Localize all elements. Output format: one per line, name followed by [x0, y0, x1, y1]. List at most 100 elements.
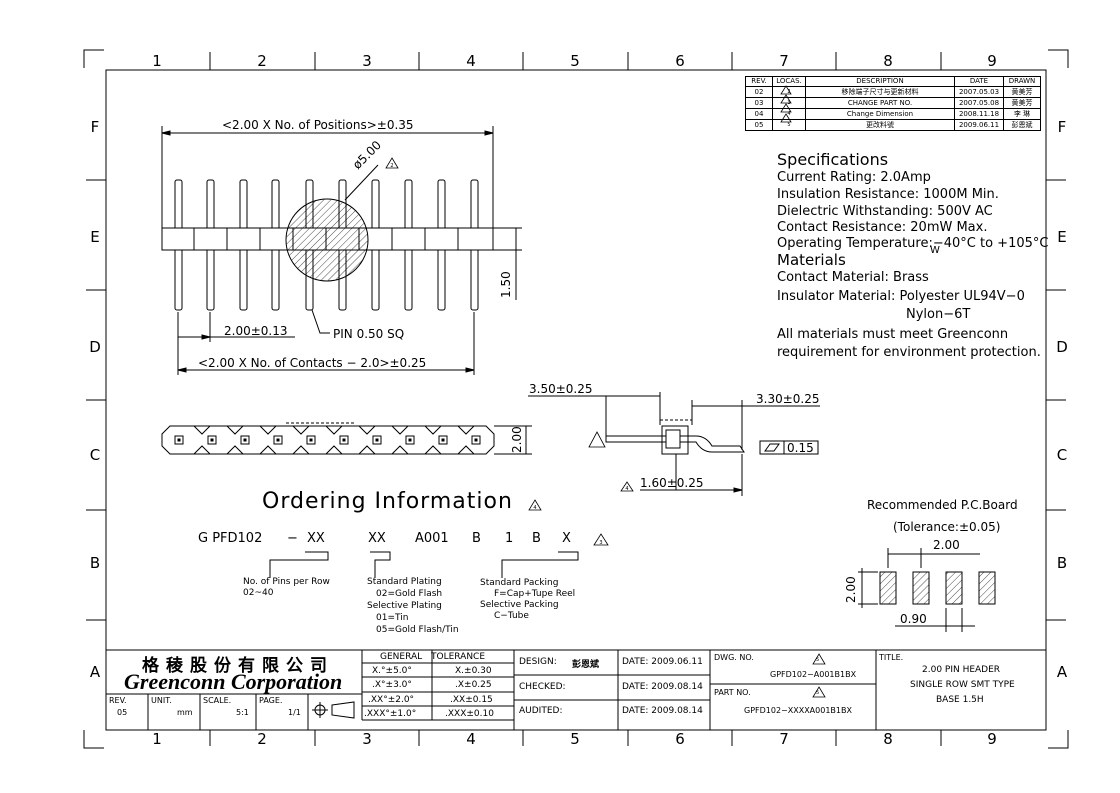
col-label: 5 [570, 52, 580, 70]
drawn-header: DRAWN [1003, 76, 1041, 87]
order-code-part: XX [307, 531, 325, 546]
order-code-part: G PFD102 [198, 531, 263, 546]
loc-number: 2 [787, 89, 791, 95]
tolerance-header-b: TOLERANCE [431, 652, 486, 662]
tolerance-angle: .XXX°±1.0° [364, 709, 417, 719]
rev-cell: 04 [745, 108, 773, 120]
corner-marks [83, 49, 1069, 749]
col-label: 1 [152, 730, 162, 748]
dwg-rev-number: 5 [816, 657, 820, 663]
col-label: 9 [987, 730, 997, 748]
spec-line: Current Rating: 2.0Amp [777, 170, 931, 185]
table-row: 05 5 更改料號 2009.06.11 彭恩斌 [745, 119, 1041, 131]
tolerance-linear: .X±0.25 [455, 680, 492, 690]
dim-right: 3.30±0.25 [756, 392, 820, 406]
date-audited: DATE: 2009.08.14 [622, 706, 703, 716]
svg-text:3: 3 [599, 540, 602, 546]
loc-cell: 2 [772, 86, 806, 98]
revision-header-row: REV. LOCAS. DESCRIPTION DATE DRAWN [745, 76, 1041, 87]
ordering-leaders [269, 551, 579, 578]
material-nylon: Nylon−6T [906, 307, 971, 322]
order-code-part: B [472, 531, 481, 546]
row-label: C [1057, 446, 1067, 464]
material-note: All materials must meet Greenconn [777, 327, 1009, 342]
spec-line: Operating Temperature:−40°C to +105°C [777, 236, 1049, 251]
row-label: F [91, 118, 100, 136]
date-cell: 2008.11.18 [954, 108, 1004, 120]
plating-option: 02=Gold Flash [376, 589, 443, 599]
side-view [528, 392, 820, 496]
drawn-cell: 黄美芳 [1003, 86, 1041, 98]
column-labels: 1 2 3 4 5 6 7 8 9 1 2 3 4 5 6 7 8 9 [152, 52, 997, 748]
page-value: 1/1 [288, 708, 301, 717]
drawn-cell: 李 琳 [1003, 108, 1041, 120]
tolerance-linear: .XX±0.15 [450, 695, 493, 705]
dwg-value: GPFD102−A001B1BX [770, 670, 857, 679]
title-block-lines [106, 649, 1046, 730]
col-label: 2 [257, 730, 267, 748]
tolerance-angle: .X°±3.0° [372, 680, 412, 690]
drawn-cell: 彭恩斌 [1003, 119, 1041, 131]
tolerance-angle: .XX°±2.0° [368, 695, 415, 705]
table-row: 02 2 移除端子尺寸与更新材料 2007.05.03 黄美芳 [745, 86, 1041, 98]
page-label: PAGE. [259, 696, 283, 705]
col-label: 5 [570, 730, 580, 748]
selective-option: 05=Gold Flash/Tin [376, 625, 459, 635]
loc-number: 3 [787, 100, 791, 106]
material-line: Insulator Material: Polyester UL94V−0 [777, 289, 1025, 304]
date-header: DATE [954, 76, 1004, 87]
col-label: 4 [466, 730, 476, 748]
col-label: 7 [779, 52, 789, 70]
date-cell: 2007.05.08 [954, 97, 1004, 109]
pcb-title: Recommended P.C.Board [867, 498, 1018, 512]
dim-contacts: <2.00 X No. of Contacts − 2.0>±0.25 [198, 356, 427, 370]
drawn-cell: 黄美芳 [1003, 97, 1041, 109]
row-label: C [90, 446, 100, 464]
dim-body: 2.00 [510, 426, 524, 453]
row-label: B [1057, 554, 1067, 572]
rev-cell: 02 [745, 86, 773, 98]
col-label: 3 [362, 52, 372, 70]
plating-title: Standard Plating [367, 577, 442, 587]
col-label: 6 [675, 52, 685, 70]
sel-packing-option: C−Tube [494, 611, 529, 621]
pcb-pads [858, 548, 996, 632]
desc-cell: CHANGE PART NO. [805, 97, 955, 109]
unit-value: mm [177, 708, 193, 717]
col-label: 1 [152, 52, 162, 70]
pcb-height: 2.00 [844, 576, 858, 603]
part-label: PART NO. [714, 688, 751, 697]
title-line-2: SINGLE ROW SMT TYPE [910, 680, 1015, 690]
row-label: E [90, 228, 99, 246]
col-label: 7 [779, 730, 789, 748]
desc-cell: 更改料號 [805, 119, 955, 131]
date-checked: DATE: 2009.08.14 [622, 682, 703, 692]
row-label: E [1057, 228, 1066, 246]
col-label: 8 [883, 52, 893, 70]
material-note: requirement for environment protection. [777, 345, 1041, 360]
svg-text:4: 4 [533, 505, 536, 511]
desc-cell: 移除端子尺寸与更新材料 [805, 86, 955, 98]
loc-cell: 4 [772, 108, 806, 120]
title-label: TITLE. [879, 653, 904, 662]
order-code-part: X [562, 531, 571, 546]
pcb-width: 0.90 [900, 612, 927, 626]
dim-height: 1.50 [499, 271, 513, 298]
svg-text:2: 2 [390, 163, 393, 169]
dim-left: 3.50±0.25 [529, 382, 593, 396]
title-line-3: BASE 1.5H [936, 695, 984, 705]
spec-line: Dielectric Withstanding: 500V AC [777, 204, 993, 219]
date-design: DATE: 2009.06.11 [622, 657, 703, 667]
dwg-label: DWG. NO. [714, 653, 754, 662]
design-value: 彭恩斌 [572, 660, 600, 670]
col-label: 3 [362, 730, 372, 748]
col-label: 8 [883, 730, 893, 748]
company-name-en: Greenconn Corporation [124, 669, 343, 694]
pins-range: 02~40 [243, 588, 274, 598]
row-labels: F E D C B A F E D C B A [89, 118, 1068, 681]
sel-packing-title: Selective Packing [480, 600, 559, 610]
tolerance-angle: X.°±5.0° [372, 666, 412, 676]
row-label: A [90, 663, 101, 681]
